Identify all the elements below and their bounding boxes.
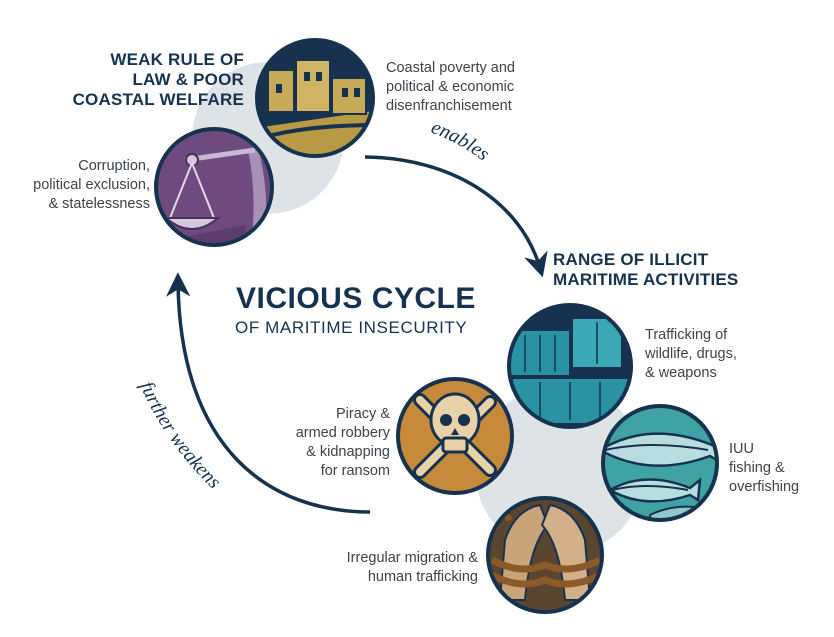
label-line: Piracy & <box>336 406 390 422</box>
scale-of-justice-icon <box>154 127 274 247</box>
village-houses-icon <box>255 38 375 158</box>
label-line: for ransom <box>320 463 390 479</box>
label-line: & weapons <box>645 365 717 381</box>
label-line: Irregular migration & <box>346 550 478 566</box>
further-weakens-arrow <box>165 272 371 514</box>
bound-hands-icon <box>486 496 604 614</box>
label-line: & statelessness <box>48 196 150 212</box>
heading-line: RANGE OF ILLICIT <box>553 250 709 269</box>
label-line: Trafficking of <box>645 327 728 343</box>
piracy-label: Piracy & armed robbery & kidnapping for … <box>240 405 390 481</box>
trafficking-label: Trafficking of wildlife, drugs, & weapon… <box>645 326 737 383</box>
further-weakens-label: further weakens <box>135 378 225 493</box>
corruption-label: Corruption, political exclusion, & state… <box>0 157 150 214</box>
heading-line: WEAK RULE OF <box>110 50 244 69</box>
heading-line: COASTAL WELFARE <box>72 90 244 109</box>
enables-arrow <box>364 155 548 278</box>
diagram-title: VICIOUS CYCLE <box>236 282 476 315</box>
iuu-fishing-label: IUU fishing & overfishing <box>729 440 799 497</box>
label-line: political exclusion, <box>33 177 150 193</box>
illicit-activities-heading: RANGE OF ILLICIT MARITIME ACTIVITIES <box>553 250 738 290</box>
label-line: fishing & <box>729 460 785 476</box>
diagram-subtitle: OF MARITIME INSECURITY <box>235 318 468 337</box>
label-line: & kidnapping <box>306 444 390 460</box>
label-line: armed robbery <box>295 425 390 441</box>
label-line: disenfranchisement <box>386 98 512 114</box>
label-line: human trafficking <box>367 569 478 585</box>
shipping-containers-icon <box>507 303 633 429</box>
label-line: political & economic <box>386 79 515 95</box>
enables-label: enables <box>428 116 493 165</box>
poverty-label: Coastal poverty and political & economic… <box>386 59 515 116</box>
heading-line: LAW & POOR <box>132 70 244 89</box>
label-line: Coastal poverty and <box>386 60 515 76</box>
heading-line: MARITIME ACTIVITIES <box>553 270 739 289</box>
label-line: Corruption, <box>78 158 150 174</box>
weak-rule-heading: WEAK RULE OF LAW & POOR COASTAL WELFARE <box>58 50 244 110</box>
label-line: overfishing <box>729 479 800 495</box>
label-line: IUU <box>729 441 754 457</box>
label-line: wildlife, drugs, <box>645 346 737 362</box>
migration-label: Irregular migration & human trafficking <box>290 549 478 587</box>
skull-crossbones-icon <box>396 377 514 495</box>
